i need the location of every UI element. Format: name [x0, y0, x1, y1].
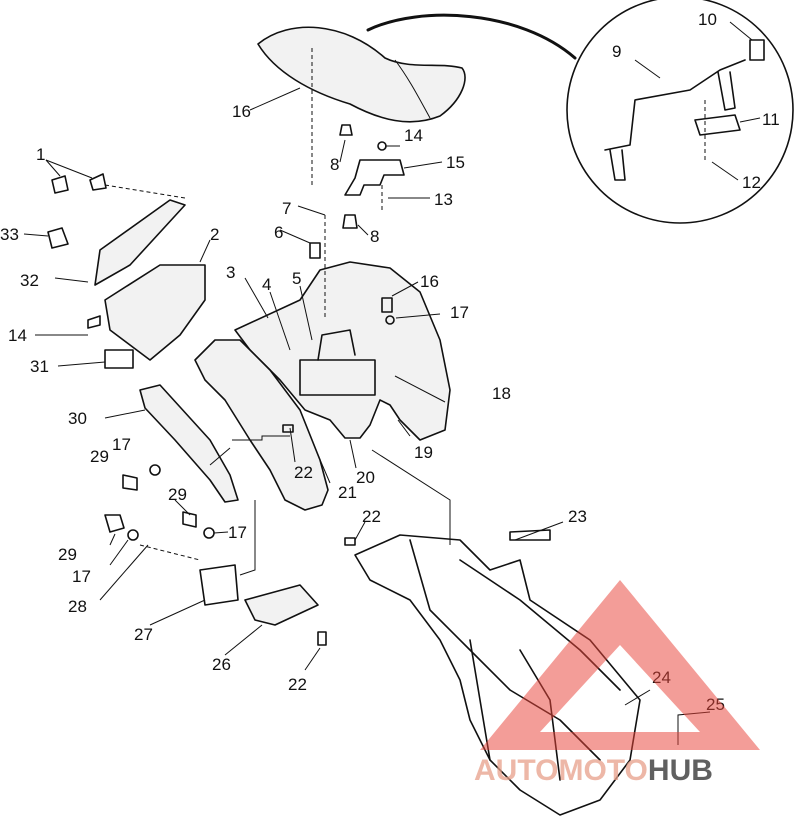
watermark-triangle-icon [480, 580, 760, 750]
callout-1: 1 [36, 145, 45, 164]
callout-19: 19 [414, 443, 433, 462]
callout-3: 3 [226, 263, 235, 282]
callout-29b: 29 [168, 485, 187, 504]
callout-29c: 29 [58, 545, 77, 564]
callout-13a: 12 [742, 173, 761, 192]
callout-17a: 17 [450, 303, 469, 322]
callout-28: 28 [68, 597, 87, 616]
callout-10: 9 [612, 42, 621, 61]
callout-6: 6 [274, 223, 283, 242]
callout-14a: 14 [404, 126, 423, 145]
callout-8b: 8 [370, 227, 379, 246]
callout-30: 30 [68, 409, 87, 428]
detail-inset [566, 0, 794, 224]
left-panel [104, 384, 290, 503]
callout-5: 5 [292, 269, 301, 288]
rear-hardware [99, 424, 366, 671]
callout-32: 32 [20, 271, 39, 290]
callout-17c: 17 [228, 523, 247, 542]
callout-20: 20 [356, 468, 375, 487]
callout-23: 23 [568, 507, 587, 526]
callout-4: 4 [262, 275, 271, 294]
callout-11: 10 [698, 10, 717, 29]
callout-7: 7 [282, 199, 291, 218]
storage-box [23, 159, 211, 369]
callout-27: 27 [134, 625, 153, 644]
seat-bracket [339, 124, 443, 236]
callout-8a: 8 [330, 155, 339, 174]
callout-13b: 13 [434, 190, 453, 209]
callout-29a: 29 [90, 447, 109, 466]
callout-labels: 16 9 10 11 12 14 15 13 8 8 7 6 5 4 3 2 1… [0, 10, 780, 714]
callout-22b: 22 [362, 507, 381, 526]
callout-15: 15 [446, 153, 465, 172]
watermark-text-1: AUTOMOTO [474, 754, 648, 787]
callout-33: 33 [0, 225, 19, 244]
callout-18: 18 [492, 384, 511, 403]
callout-17b: 17 [112, 435, 131, 454]
watermark-text-2: HUB [648, 754, 713, 787]
seat [249, 26, 466, 185]
svg-text:AUTOMOTOHUB: AUTOMOTOHUB [474, 754, 713, 787]
callout-22c: 22 [288, 675, 307, 694]
callout-22a: 22 [294, 463, 313, 482]
callout-21: 21 [338, 483, 357, 502]
callout-17d: 17 [72, 567, 91, 586]
callout-12: 11 [762, 110, 780, 129]
callout-31: 31 [30, 357, 49, 376]
callout-16: 16 [420, 272, 439, 291]
watermark-logo: AUTOMOTOHUB [474, 580, 760, 787]
rear-fender [194, 205, 451, 511]
callout-9: 16 [232, 102, 251, 121]
callout-14b: 14 [8, 326, 27, 345]
callout-2: 2 [210, 225, 219, 244]
callout-26: 26 [212, 655, 231, 674]
